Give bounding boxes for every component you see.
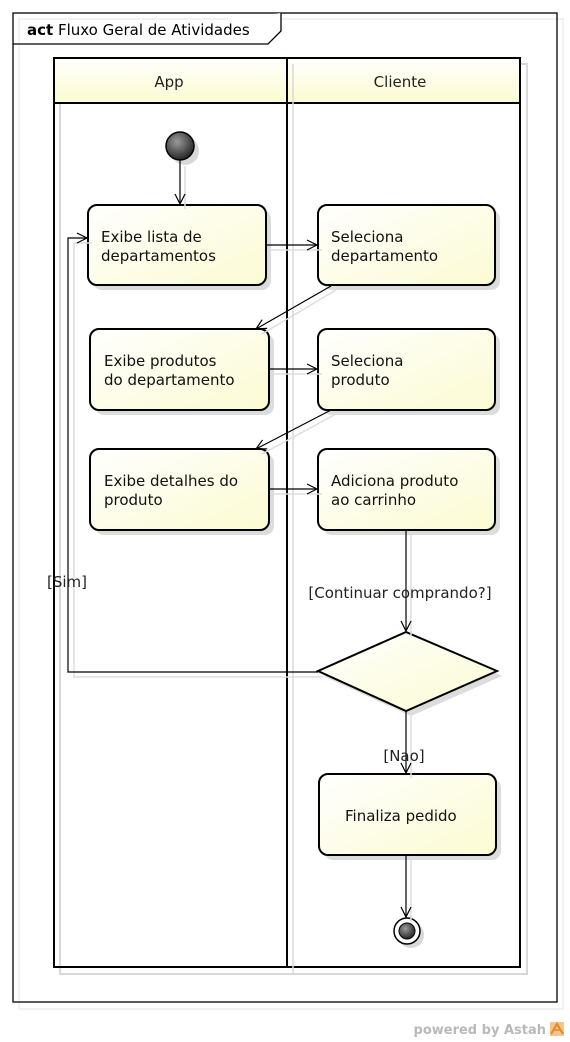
credit-text: powered by Astah	[414, 1023, 546, 1038]
action-seleciona-produto: Seleciona produto	[317, 328, 500, 415]
action-finaliza-pedido: Finaliza pedido	[318, 773, 501, 860]
action-seleciona-departamento: Seleciona departamento	[317, 204, 500, 290]
lane-header-cliente: Cliente	[374, 73, 427, 91]
action-exibe-lista-departamentos: Exibe lista de departamentos	[87, 204, 271, 290]
decision-node	[315, 630, 502, 716]
swimlanes: App Cliente	[53, 57, 528, 975]
final-node	[393, 917, 424, 948]
action-label: Exibe detalhes do produto	[104, 472, 243, 509]
action-label: Seleciona produto	[331, 352, 408, 389]
astah-credit: powered by Astah	[414, 1022, 564, 1038]
action-label: Seleciona departamento	[331, 228, 438, 265]
action-label: Adiciona produto ao carrinho	[331, 472, 463, 509]
flow-seleciona-produto-to-detalhes	[256, 409, 332, 449]
lane-header-app: App	[154, 73, 183, 91]
action-label: Exibe lista de departamentos	[101, 228, 216, 265]
guard-no-label: [Nao]	[383, 747, 424, 765]
astah-logo-icon	[550, 1022, 564, 1036]
action-label: Finaliza pedido	[345, 807, 457, 825]
guard-yes-label: [Sim]	[47, 573, 87, 591]
action-label: Exibe produtos do departamento	[104, 352, 235, 389]
frame-title: act Fluxo Geral de Atividades	[27, 21, 250, 39]
flow-seleciona-depto-to-produtos	[256, 285, 332, 329]
action-exibe-detalhes-produto: Exibe detalhes do produto	[89, 448, 274, 535]
action-exibe-produtos: Exibe produtos do departamento	[89, 328, 274, 415]
flow-decision-loop-back	[67, 238, 318, 673]
initial-node	[165, 131, 199, 165]
control-flows	[67, 160, 406, 917]
action-adiciona-produto-carrinho: Adiciona produto ao carrinho	[317, 448, 500, 535]
diagram-frame: act Fluxo Geral de Atividades	[12, 12, 564, 1010]
decision-guard-label: [Continuar comprando?]	[308, 584, 491, 602]
